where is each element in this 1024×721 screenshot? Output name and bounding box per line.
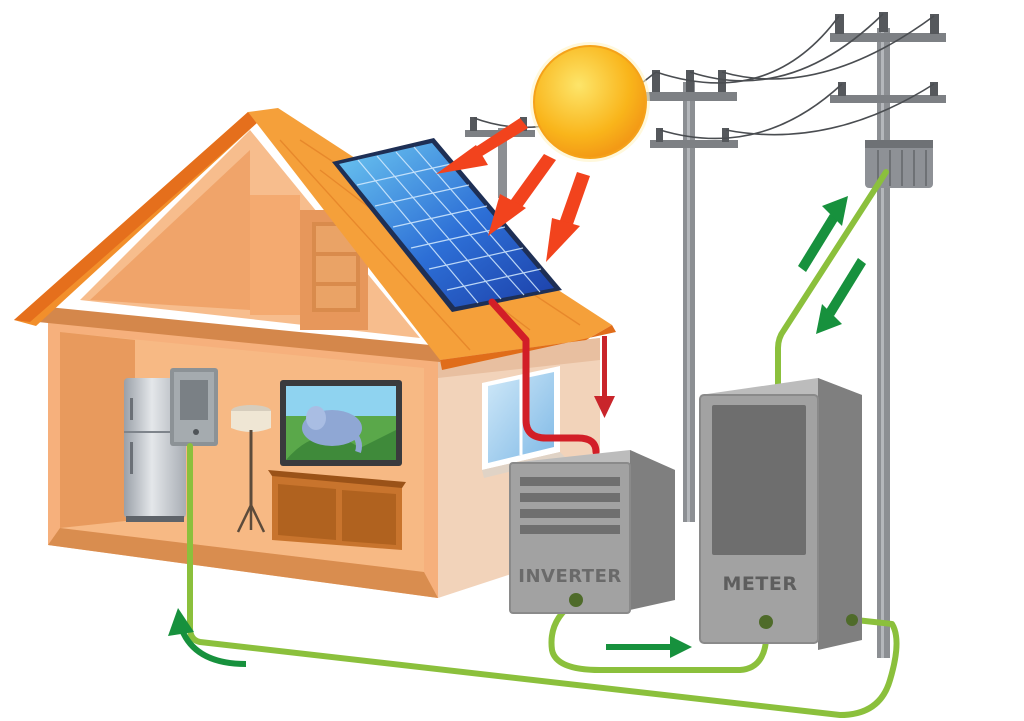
sunlight-arrow-3 [546, 172, 590, 262]
meter-box-icon [699, 378, 862, 650]
arrow-up-to-grid-icon [798, 196, 848, 272]
meter-label: METER [723, 573, 798, 595]
arrow-right-to-meter-icon [606, 636, 692, 658]
arrow-up-to-house-icon [168, 608, 247, 667]
down-arrow-icon [594, 336, 615, 418]
inverter-box-icon [509, 450, 675, 614]
dc-cable [488, 298, 600, 456]
floor-lamp-icon [231, 405, 271, 533]
sunlight-arrows [436, 118, 590, 262]
arrow-down-from-grid-icon [816, 258, 866, 334]
tv-cabinet-icon [268, 470, 406, 550]
ac-cables [187, 169, 900, 718]
solar-panel-icon [332, 138, 562, 312]
inverter-label: INVERTER [518, 566, 621, 587]
cable-meter-to-transformer [775, 169, 889, 389]
flow-arrows [168, 196, 866, 667]
cable-meter-to-house [187, 443, 900, 718]
sun-icon [530, 42, 650, 162]
cable-inverter-to-meter [548, 599, 770, 673]
sunlight-arrow-2 [488, 154, 556, 236]
sunlight-arrow-1 [436, 118, 528, 174]
breaker-box-icon [170, 368, 218, 446]
television-icon [280, 380, 402, 466]
